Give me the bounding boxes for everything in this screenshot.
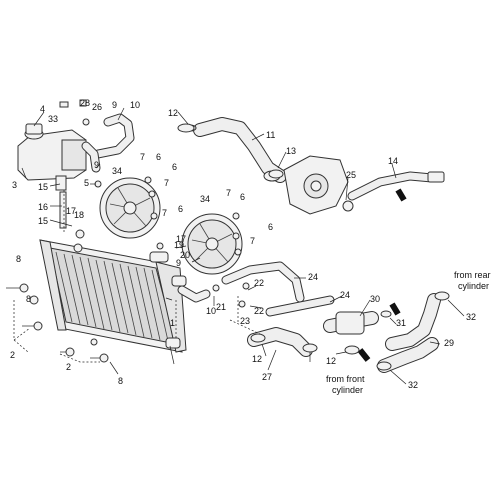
callout-26: 26 [92, 102, 102, 112]
note-from-rear-line2: cylinder [458, 281, 489, 291]
callout-2: 2 [10, 350, 15, 360]
callout-8: 8 [26, 294, 31, 304]
callout-24: 24 [308, 272, 318, 282]
leader-lines [21, 107, 465, 385]
callout-10: 10 [206, 306, 216, 316]
callout-1: 1 [170, 318, 175, 328]
callout-6: 6 [172, 162, 177, 172]
callout-11: 11 [266, 130, 275, 140]
callout-17: 17 [176, 234, 186, 244]
callout-32: 32 [466, 312, 476, 322]
callout-12: 12 [326, 356, 336, 366]
note-from-front-line2: cylinder [332, 385, 363, 395]
callout-17: 17 [66, 206, 76, 216]
callout-6: 6 [240, 192, 245, 202]
callout-9: 9 [112, 100, 117, 110]
callout-30: 30 [370, 294, 380, 304]
callout-16: 16 [38, 202, 48, 212]
notes: from rear cylinder from front cylinder [326, 270, 491, 395]
lower-hoses [177, 285, 441, 373]
tank-hoses [81, 113, 135, 173]
callout-7: 7 [162, 208, 167, 218]
callout-8: 8 [118, 376, 123, 386]
callout-14: 14 [388, 156, 398, 166]
callout-7: 7 [164, 178, 169, 188]
fan-right [181, 213, 243, 275]
callout-15: 15 [38, 182, 48, 192]
callout-8: 8 [16, 254, 21, 264]
callout-6: 6 [156, 152, 161, 162]
callout-15: 15 [38, 216, 48, 226]
callout-13: 13 [286, 146, 296, 156]
hose-14 [347, 171, 445, 202]
callout-33: 33 [48, 114, 58, 124]
callout-6: 6 [178, 204, 183, 214]
callout-4: 4 [40, 104, 45, 114]
callout-5: 5 [84, 178, 89, 188]
callout-6: 6 [268, 222, 273, 232]
callout-34: 34 [112, 166, 122, 176]
callout-23: 23 [240, 316, 250, 326]
callout-22: 22 [254, 278, 264, 288]
callout-12: 12 [168, 108, 178, 118]
expansion-tank [17, 123, 87, 229]
dashed-guides [13, 190, 261, 363]
callout-9: 9 [176, 258, 181, 268]
hose-clamps [177, 123, 450, 371]
note-from-front-line1: from front [326, 374, 365, 384]
callout-34: 34 [200, 194, 210, 204]
callout-22: 22 [254, 306, 264, 316]
callout-19: 19 [174, 240, 184, 250]
callout-7: 7 [250, 236, 255, 246]
note-from-rear-line1: from rear [454, 270, 491, 280]
callout-18: 18 [74, 210, 84, 220]
callout-31: 31 [396, 318, 406, 328]
callout-7: 7 [226, 188, 231, 198]
callout-21: 21 [216, 302, 226, 312]
callout-9: 9 [94, 160, 99, 170]
callout-labels: 1 2 2 3 4 5 6 6 6 6 6 7 7 7 7 7 8 8 8 9 … [10, 98, 476, 390]
callout-2: 2 [66, 362, 71, 372]
callout-25: 25 [346, 170, 356, 180]
callout-27: 27 [262, 372, 272, 382]
callout-7: 7 [140, 152, 145, 162]
radiator [39, 239, 187, 353]
hose-24 [221, 261, 335, 317]
callout-20: 20 [180, 250, 190, 260]
callout-12: 12 [252, 354, 262, 364]
callout-10: 10 [130, 100, 140, 110]
callout-24: 24 [340, 290, 350, 300]
fan-left [99, 177, 161, 239]
thermostat-housing [263, 155, 354, 215]
callout-3: 3 [12, 180, 17, 190]
callout-32: 32 [408, 380, 418, 390]
fasteners [6, 99, 250, 363]
callout-28: 28 [80, 98, 90, 108]
callout-29: 29 [444, 338, 454, 348]
